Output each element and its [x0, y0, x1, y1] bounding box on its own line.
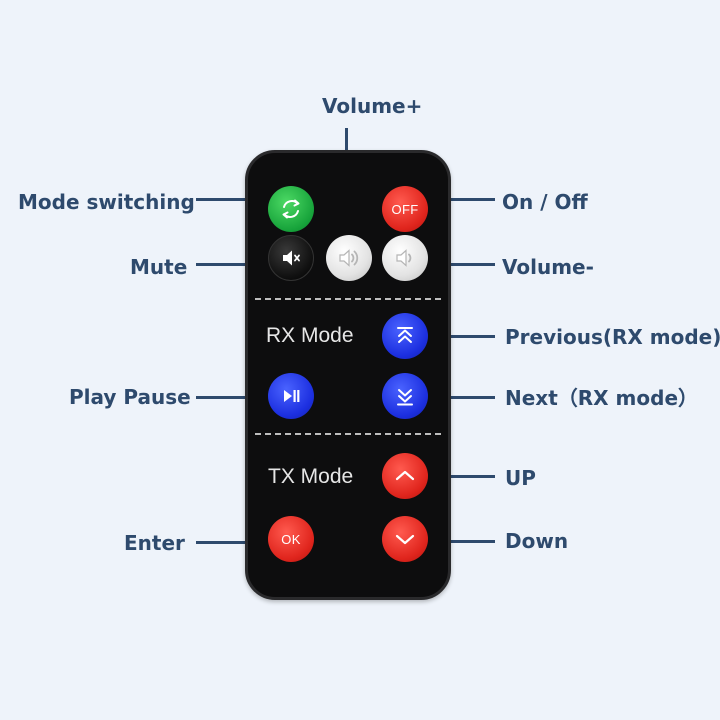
leader-line-play-pause	[196, 396, 266, 399]
previous-button[interactable]	[382, 313, 428, 359]
leader-line-enter	[196, 541, 266, 544]
chevron-up-icon	[395, 470, 415, 481]
callout-mute: Mute	[130, 255, 188, 279]
play-pause-button[interactable]	[268, 373, 314, 419]
mute-button[interactable]	[268, 235, 314, 281]
callout-play-pause: Play Pause	[69, 385, 191, 409]
leader-line-volume-minus	[430, 263, 495, 266]
leader-line-mute	[196, 263, 266, 266]
up-button[interactable]	[382, 453, 428, 499]
power-off-button[interactable]: OFF	[382, 186, 428, 232]
refresh-icon	[282, 199, 300, 219]
rx-mode-label: RX Mode	[266, 324, 354, 347]
divider-top	[255, 298, 441, 300]
mute-icon	[283, 250, 300, 266]
off-label: OFF	[391, 201, 419, 217]
volume-up-icon	[339, 249, 359, 267]
callout-volume-minus: Volume-	[502, 255, 594, 279]
leader-line-down	[430, 540, 495, 543]
ok-button[interactable]: OK	[268, 516, 314, 562]
divider-bottom	[255, 433, 441, 435]
chevron-down-icon	[395, 534, 415, 545]
volume-down-icon	[396, 249, 412, 267]
leader-line-on-off	[430, 198, 495, 201]
leader-line-mode-switching	[196, 198, 266, 201]
callout-up: UP	[505, 466, 536, 490]
volume-up-button[interactable]	[326, 235, 372, 281]
callout-previous: Previous(RX mode)	[505, 325, 720, 349]
previous-icon	[397, 327, 413, 343]
next-icon	[397, 389, 413, 406]
volume-down-button[interactable]	[382, 235, 428, 281]
mode-switch-button[interactable]	[268, 186, 314, 232]
callout-next: Next（RX mode）	[505, 386, 699, 410]
leader-line-up	[430, 475, 495, 478]
callout-enter: Enter	[124, 531, 185, 555]
callout-on-off: On / Off	[502, 190, 588, 214]
play-pause-icon	[284, 390, 300, 402]
leader-line-previous	[430, 335, 495, 338]
down-button[interactable]	[382, 516, 428, 562]
ok-label: OK	[281, 531, 301, 547]
leader-line-next	[430, 396, 495, 399]
tx-mode-label: TX Mode	[268, 465, 354, 488]
callout-mode-switching: Mode switching	[18, 190, 195, 214]
callout-volume-plus: Volume+	[322, 94, 423, 118]
callout-down: Down	[505, 529, 569, 553]
next-button[interactable]	[382, 373, 428, 419]
